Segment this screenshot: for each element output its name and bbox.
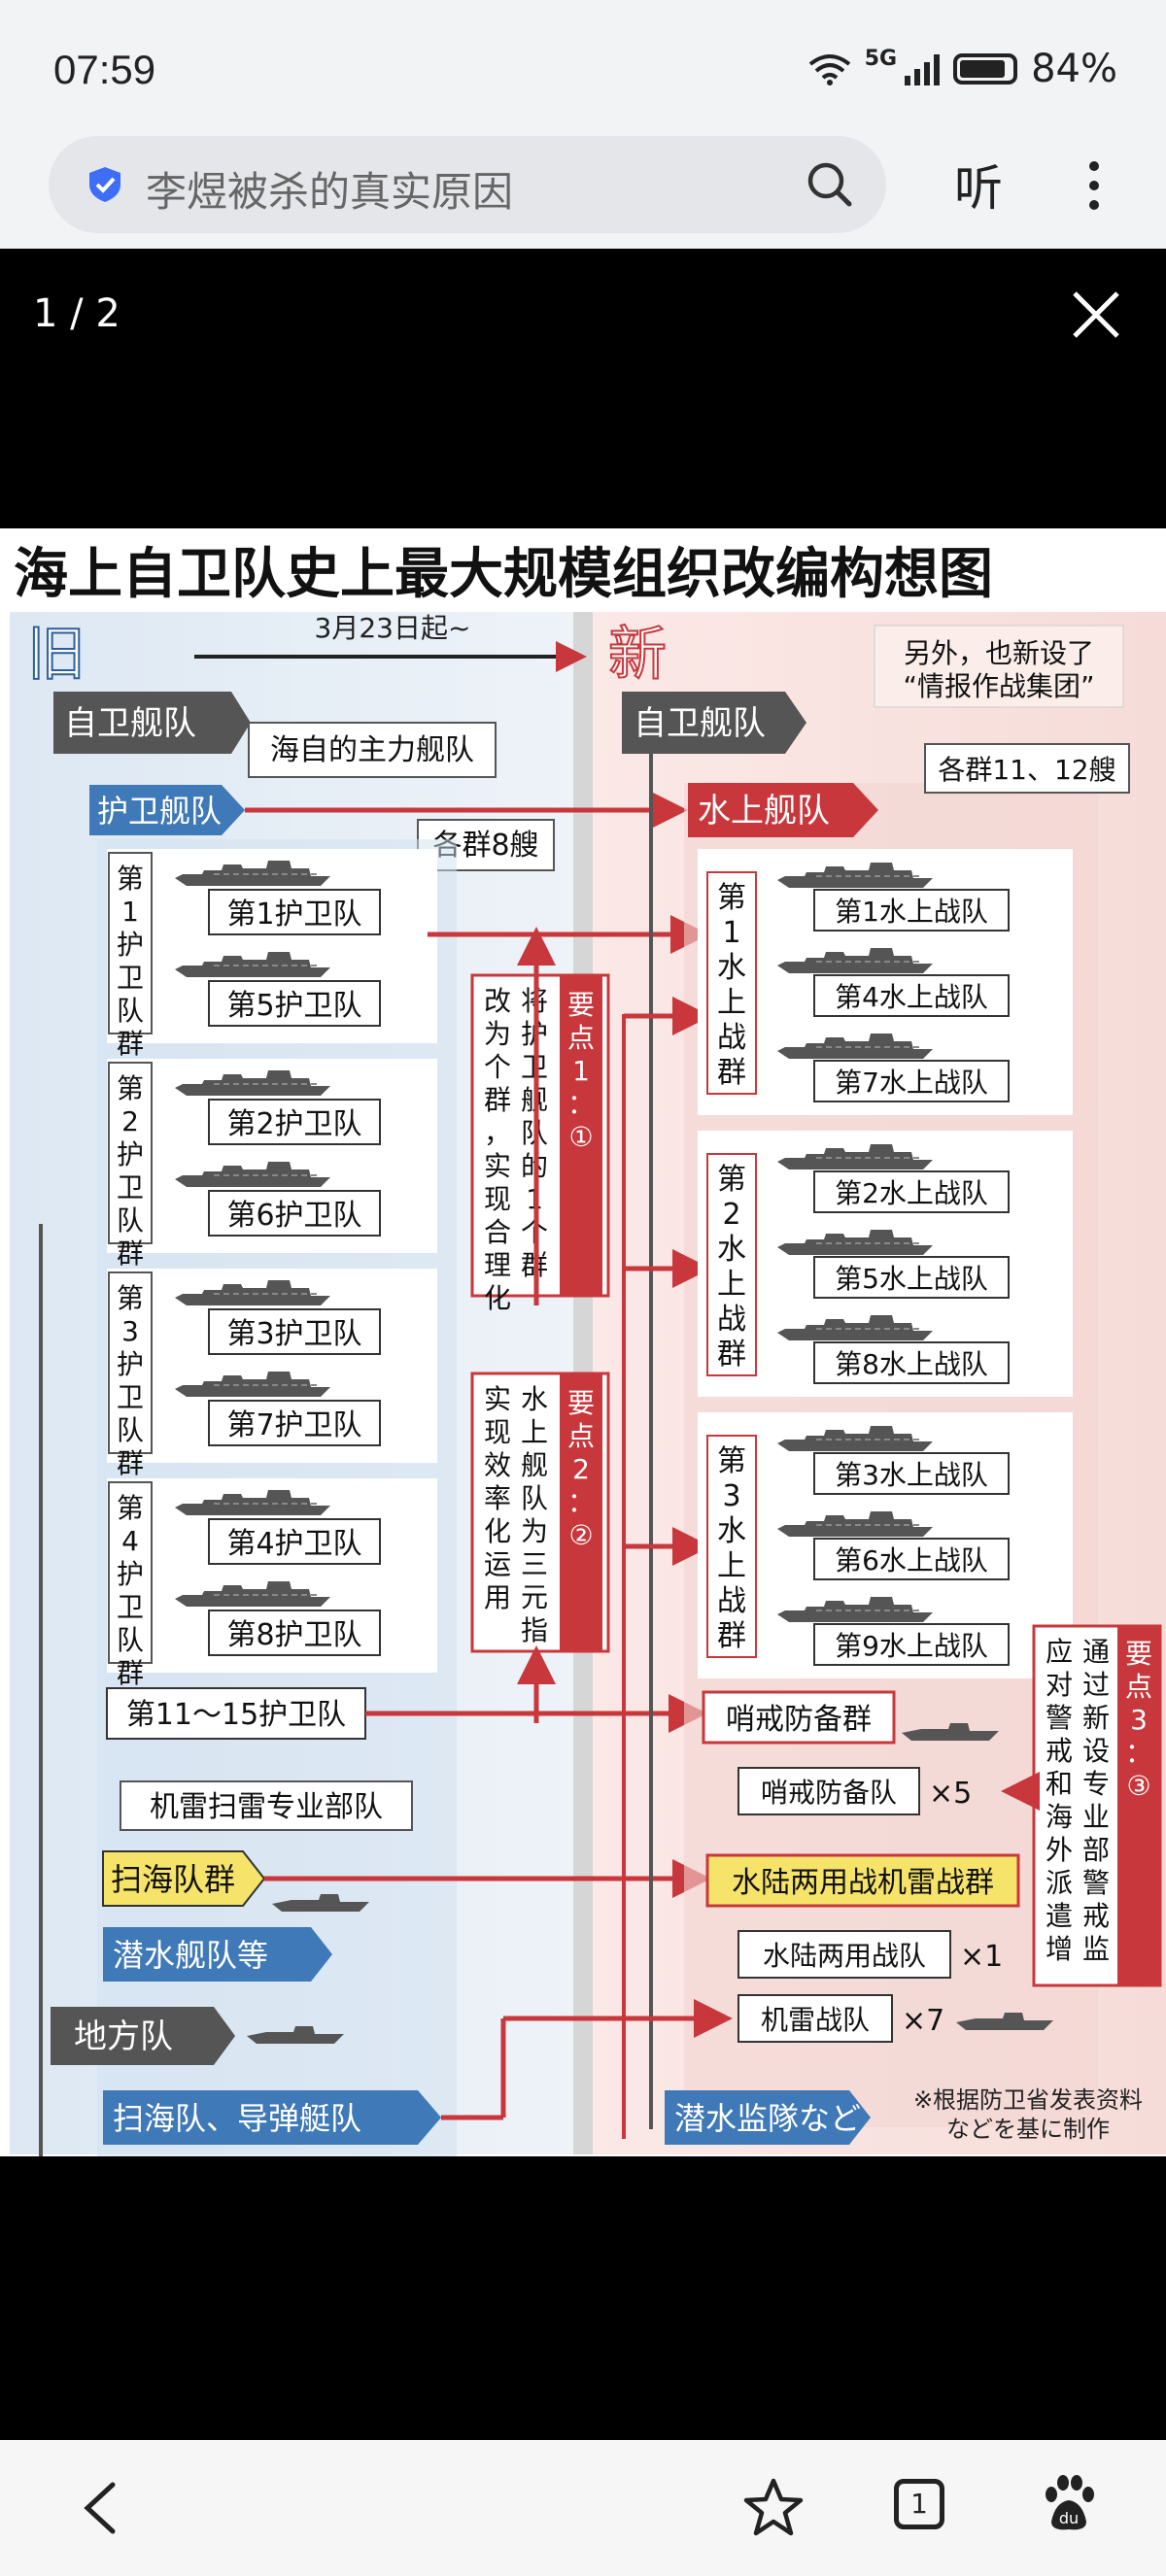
main-fleet-callout: 海自的主力舰队: [270, 733, 474, 767]
signal-icon: [905, 52, 941, 85]
source-line-1: ※根据防卫省发表资料: [913, 2086, 1143, 2114]
back-icon[interactable]: [80, 2481, 119, 2535]
more-menu-icon[interactable]: [1086, 155, 1102, 218]
old-label: 旧: [27, 621, 86, 689]
patrol-group-label: 哨戒防备群: [726, 1703, 872, 1737]
date-label: 3月23日起~: [315, 612, 471, 644]
svg-text:水上舰队为三元指: 水上舰队为三元指: [521, 1383, 548, 1646]
wifi-icon: [808, 54, 850, 85]
shield-icon: [89, 167, 120, 202]
svg-text:du: du: [1059, 2509, 1079, 2527]
svg-text:第2水上战队: 第2水上战队: [835, 1177, 988, 1209]
battery-icon: [953, 53, 1018, 85]
unit-label: 第6护卫队: [226, 1199, 361, 1233]
mine-count: ×7: [902, 2004, 944, 2038]
svg-text:第9水上战队: 第9水上战队: [835, 1630, 988, 1662]
unit-label: 第3护卫队: [226, 1317, 361, 1351]
search-icon[interactable]: [805, 159, 855, 210]
svg-text:改为个群，实现合理化: 改为个群，实现合理化: [484, 985, 511, 1314]
new-submarine-label: 潜水监隊など: [674, 2100, 861, 2137]
old-fleet-label: 自卫舰队: [64, 704, 196, 743]
new-per-group: 各群11、12艘: [938, 754, 1115, 786]
point-1: 要点1：① 将护卫舰队的1个群 改为个群，实现合理化: [470, 973, 610, 1314]
svg-text:第1水上战队: 第1水上战队: [835, 896, 988, 928]
close-icon[interactable]: [1069, 288, 1123, 342]
amphib-count: ×1: [960, 1940, 1003, 1974]
infographic-image: 海上自卫队史上最大规模组织改编构想图 旧 新 3月23日起~ 另外，也新设了 “…: [0, 528, 1166, 2156]
svg-text:第6水上战队: 第6水上战队: [835, 1544, 988, 1576]
patrol-unit-label: 哨戒防备队: [761, 1777, 897, 1809]
group-char: 第: [117, 863, 144, 895]
tab-count-button[interactable]: 1: [894, 2479, 944, 2529]
amphib-unit-label: 水陆两用战队: [763, 1940, 926, 1972]
unit-label: 第8护卫队: [226, 1618, 361, 1652]
regional-sub-label: 扫海队、导弹艇队: [113, 2100, 361, 2137]
unit-label: 第2护卫队: [226, 1107, 361, 1141]
status-bar: 07:59 5G 84%: [0, 0, 1166, 136]
battery-level: 84%: [1031, 47, 1117, 91]
svg-text:要点2：②: 要点2：②: [567, 1387, 595, 1551]
unit-label: 第1护卫队: [226, 898, 361, 932]
search-query[interactable]: 李煜被杀的真实原因: [146, 168, 514, 216]
svg-text:第3水上战队: 第3水上战队: [835, 1459, 988, 1491]
unit-label: 第5护卫队: [226, 989, 361, 1023]
clock: 07:59: [53, 47, 156, 92]
new-fleet-label: 自卫舰队: [634, 704, 766, 743]
svg-text:要点3：③: 要点3：③: [1125, 1638, 1152, 1802]
svg-text:第5水上战队: 第5水上战队: [835, 1263, 988, 1295]
svg-text:要点1：①: 要点1：①: [567, 989, 595, 1153]
tab-count: 1: [910, 2488, 928, 2520]
svg-text:应对警戒和海外派遣增: 应对警戒和海外派遣增: [1046, 1636, 1073, 1965]
escort-fleet-label: 护卫舰队: [97, 793, 222, 830]
bottom-navigation: 1 du: [0, 2440, 1166, 2576]
minesweep-group-label: 扫海队群: [111, 1861, 235, 1898]
svg-text:通过新设专业部警戒监: 通过新设专业部警戒监: [1082, 1636, 1110, 1965]
star-icon[interactable]: [742, 2477, 805, 2537]
svg-text:第4水上战队: 第4水上战队: [835, 981, 988, 1013]
svg-text:第7水上战队: 第7水上战队: [835, 1067, 988, 1099]
status-icons: 5G 84%: [808, 47, 1117, 91]
note-line-2: “情报作战集团”: [903, 670, 1094, 702]
surface-fleet-label: 水上舰队: [698, 792, 830, 830]
mine-unit-label: 机雷战队: [761, 2004, 870, 2036]
amphib-group-label: 水陆两用战机雷战群: [732, 1866, 994, 1900]
baidu-paw-icon[interactable]: du: [1038, 2473, 1100, 2535]
svg-text:实现效率化运用: 实现效率化运用: [484, 1383, 511, 1613]
submarine-label: 潜水舰队等: [113, 1937, 268, 1974]
mine-callout: 机雷扫雷专业部队: [150, 1790, 383, 1824]
svg-text:第8水上战队: 第8水上战队: [835, 1348, 988, 1380]
patrol-count: ×5: [929, 1777, 972, 1811]
search-bar[interactable]: 李煜被杀的真实原因: [49, 136, 886, 233]
infographic-title: 海上自卫队史上最大规模组织改编构想图: [14, 543, 993, 606]
note-line-1: 另外，也新设了: [904, 637, 1094, 669]
units-11-15: 第11～15护卫队: [126, 1698, 346, 1732]
unit-label: 第4护卫队: [226, 1527, 361, 1561]
source-line-2: などを基に制作: [946, 2116, 1110, 2143]
network-type: 5G: [864, 47, 898, 71]
listen-button[interactable]: 听: [954, 160, 1003, 217]
new-label: 新: [608, 621, 667, 689]
unit-label: 第7护卫队: [226, 1408, 361, 1442]
image-counter: 1 / 2: [33, 291, 120, 336]
regional-label: 地方队: [74, 2017, 173, 2056]
